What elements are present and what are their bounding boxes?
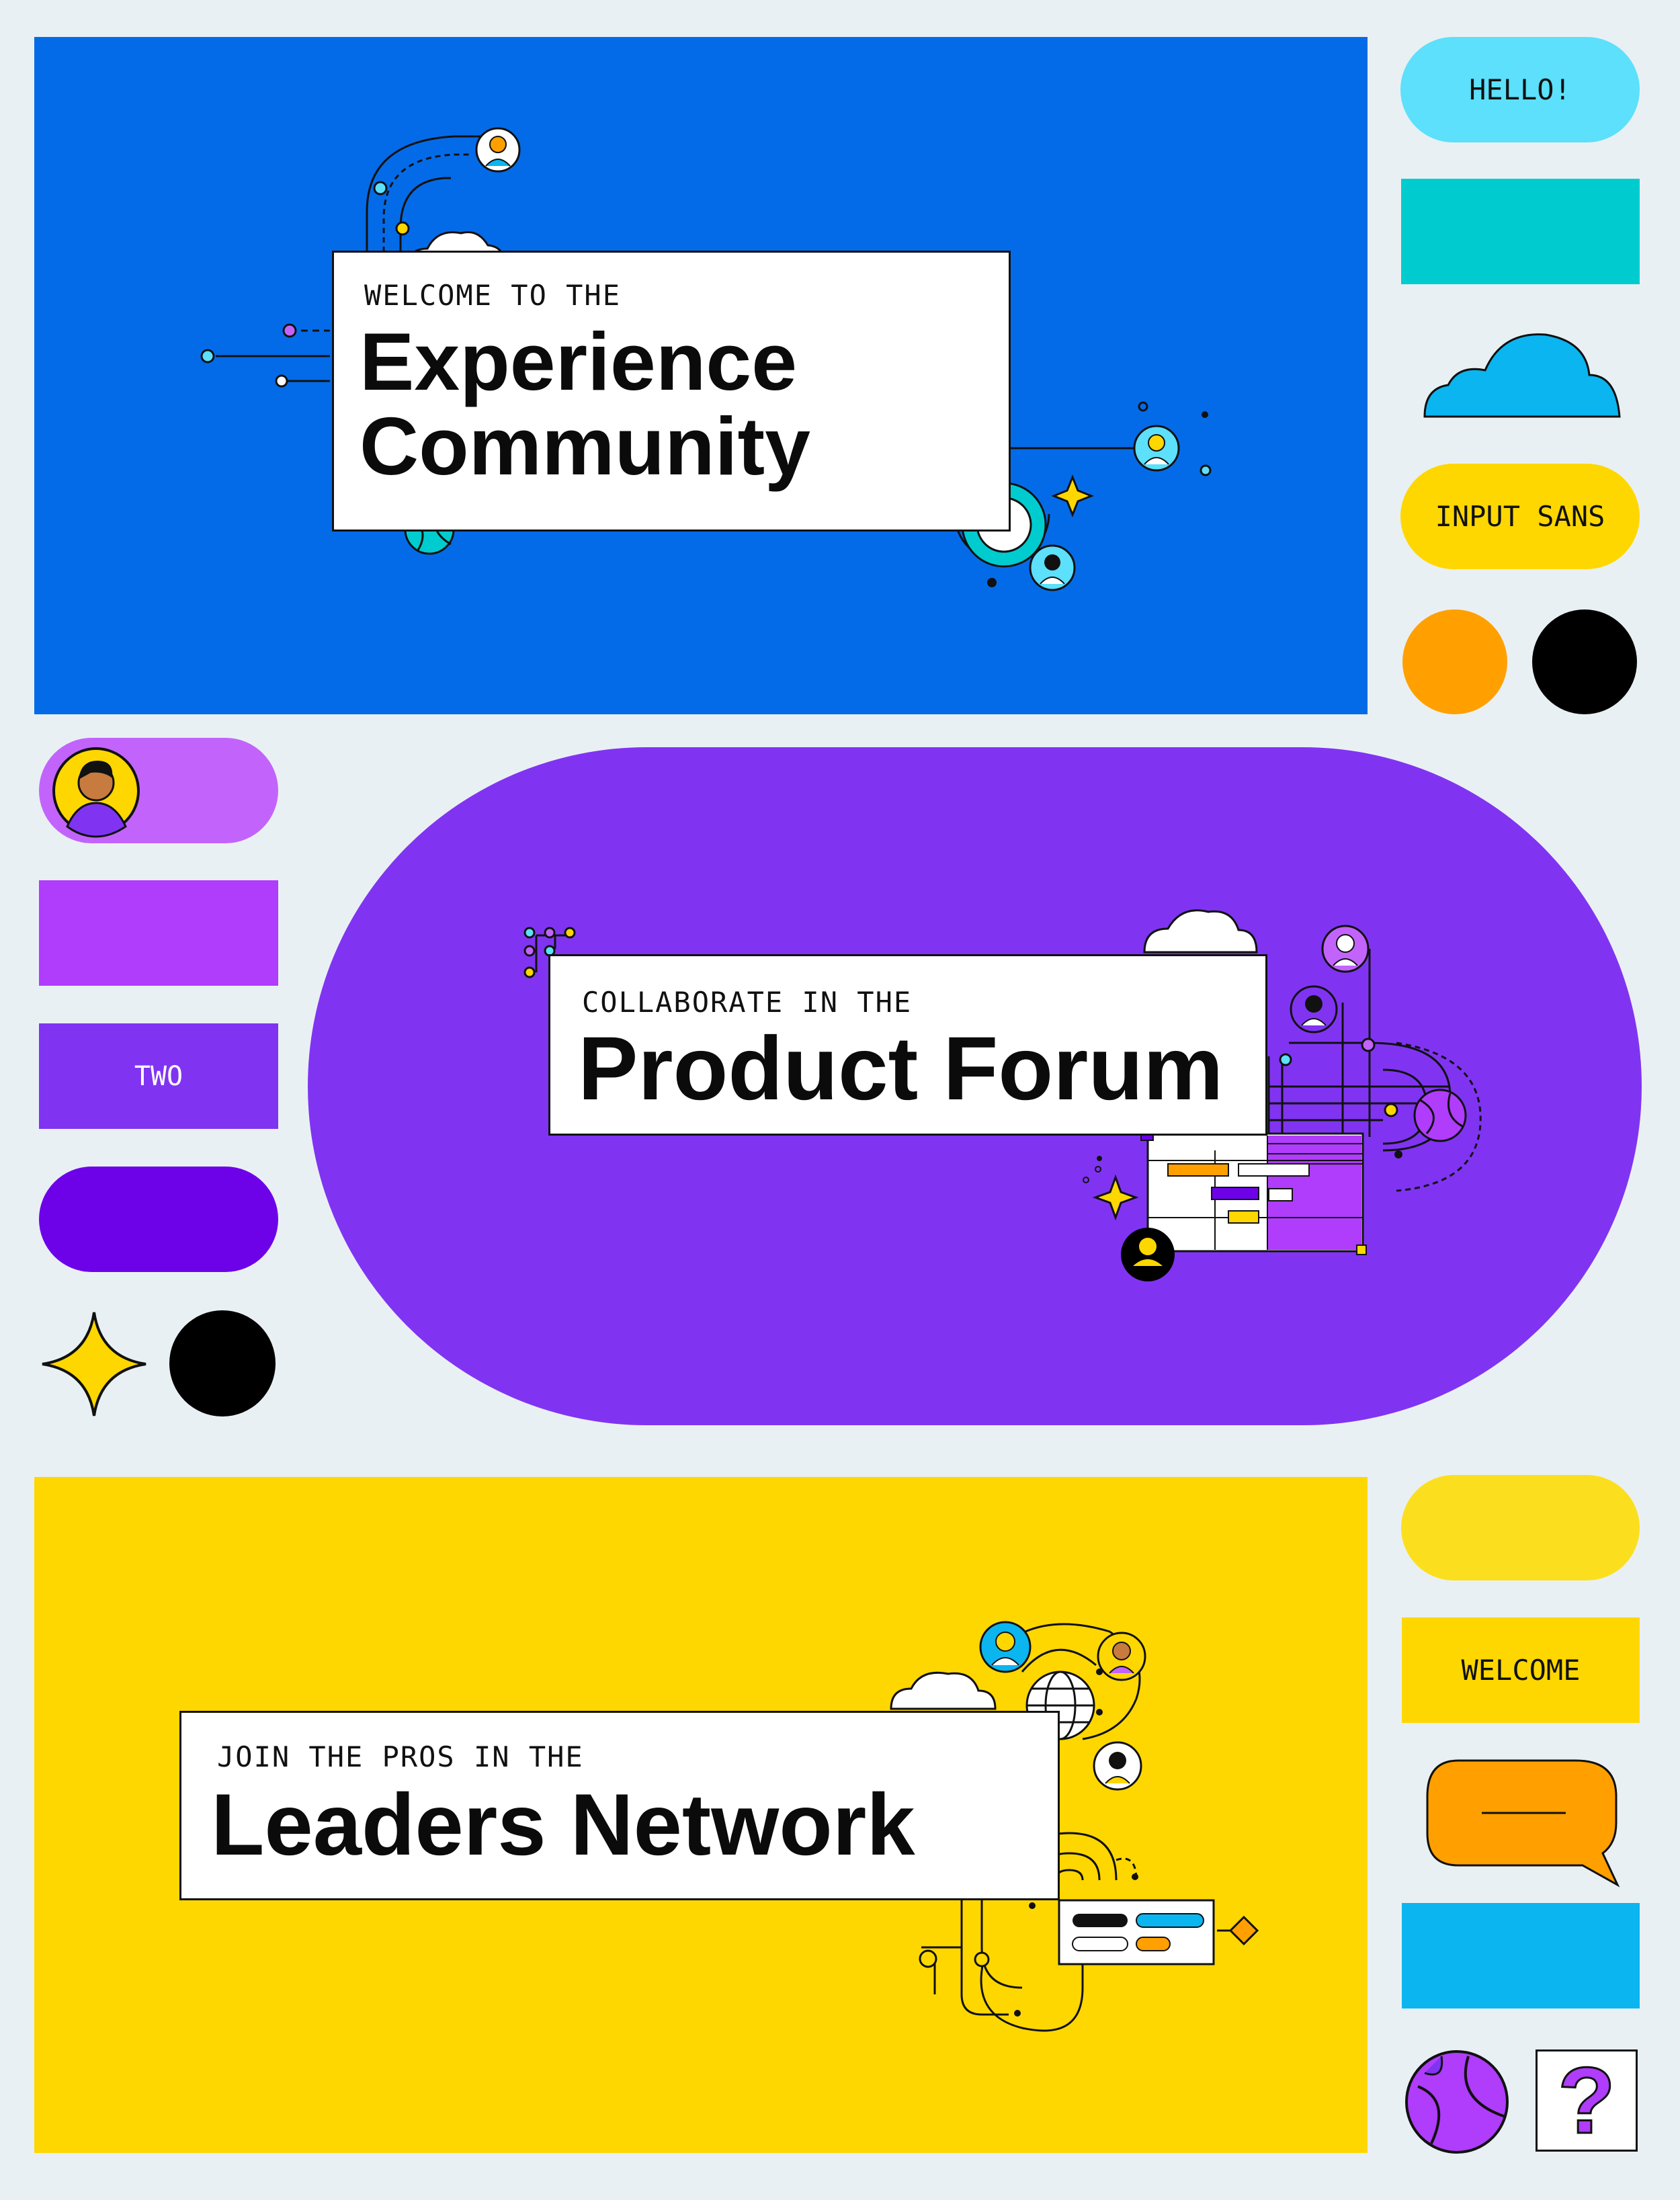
hello-label: HELLO!: [1469, 73, 1571, 106]
question-mark-glyph: ?: [1557, 2047, 1617, 2153]
black-dot: [1532, 609, 1637, 714]
violet-swatch: [39, 880, 278, 986]
forum-panel: COLLABORATE IN THE Product Forum: [308, 747, 1642, 1425]
avatar-icon: [1290, 985, 1338, 1033]
ball-icon: [1405, 2050, 1509, 2154]
sparkle-icon: [42, 1312, 146, 1416]
cloud-icon: [1423, 333, 1621, 418]
avatar-icon: [1093, 1741, 1142, 1791]
avatar-icon: [1321, 925, 1370, 973]
network-kicker: JOIN THE PROS IN THE: [217, 1740, 584, 1773]
orange-dot: [1402, 609, 1507, 714]
network-title: Leaders Network: [211, 1775, 915, 1873]
hello-pill: HELLO!: [1400, 37, 1640, 142]
sparkle-icon: [1050, 474, 1095, 518]
avatar-icon: [1133, 425, 1180, 472]
avatar-icon: [1097, 1632, 1146, 1681]
indigo-pill: [39, 1167, 278, 1272]
two-swatch: TWO: [39, 1023, 278, 1129]
avatar-icon: [1029, 544, 1076, 591]
forum-card: [548, 954, 1267, 1136]
sparkle-icon: [1092, 1174, 1139, 1221]
chat-card-graphic: [1058, 1899, 1215, 1965]
network-card: [179, 1711, 1060, 1900]
network-panel: JOIN THE PROS IN THE Leaders Network: [34, 1477, 1368, 2153]
question-mark-icon: ?: [1536, 2049, 1638, 2152]
cloud-icon: [1143, 909, 1258, 954]
font-name-pill: INPUT SANS: [1400, 464, 1640, 569]
teal-swatch: [1401, 179, 1640, 284]
welcome-label: WELCOME: [1461, 1654, 1581, 1687]
avatar-icon: [1121, 1228, 1175, 1281]
two-label: TWO: [134, 1060, 183, 1092]
forum-title: Product Forum: [578, 1019, 1224, 1119]
forum-kicker: COLLABORATE IN THE: [582, 986, 913, 1019]
sky-swatch: [1402, 1903, 1640, 2008]
community-card: [332, 251, 1011, 532]
forum-line-art: [523, 909, 1482, 1281]
community-kicker: WELCOME TO THE: [364, 279, 622, 312]
yellow-pill: [1401, 1475, 1640, 1580]
speech-bubble-icon: [1426, 1759, 1620, 1888]
black-dot: [169, 1310, 276, 1416]
community-title-line2: Community: [360, 400, 810, 492]
avatar-icon: [475, 127, 521, 173]
board-graphic: [1140, 1128, 1367, 1255]
font-name-label: INPUT SANS: [1435, 500, 1605, 533]
avatar-icon: [979, 1621, 1032, 1673]
welcome-swatch: WELCOME: [1402, 1617, 1640, 1723]
community-title-line1: Experience: [360, 316, 798, 407]
avatar-icon: [52, 747, 140, 838]
community-panel: WELCOME TO THE Experience Community: [34, 37, 1368, 714]
cloud-icon: [890, 1671, 997, 1710]
ball-icon: [1413, 1089, 1467, 1142]
